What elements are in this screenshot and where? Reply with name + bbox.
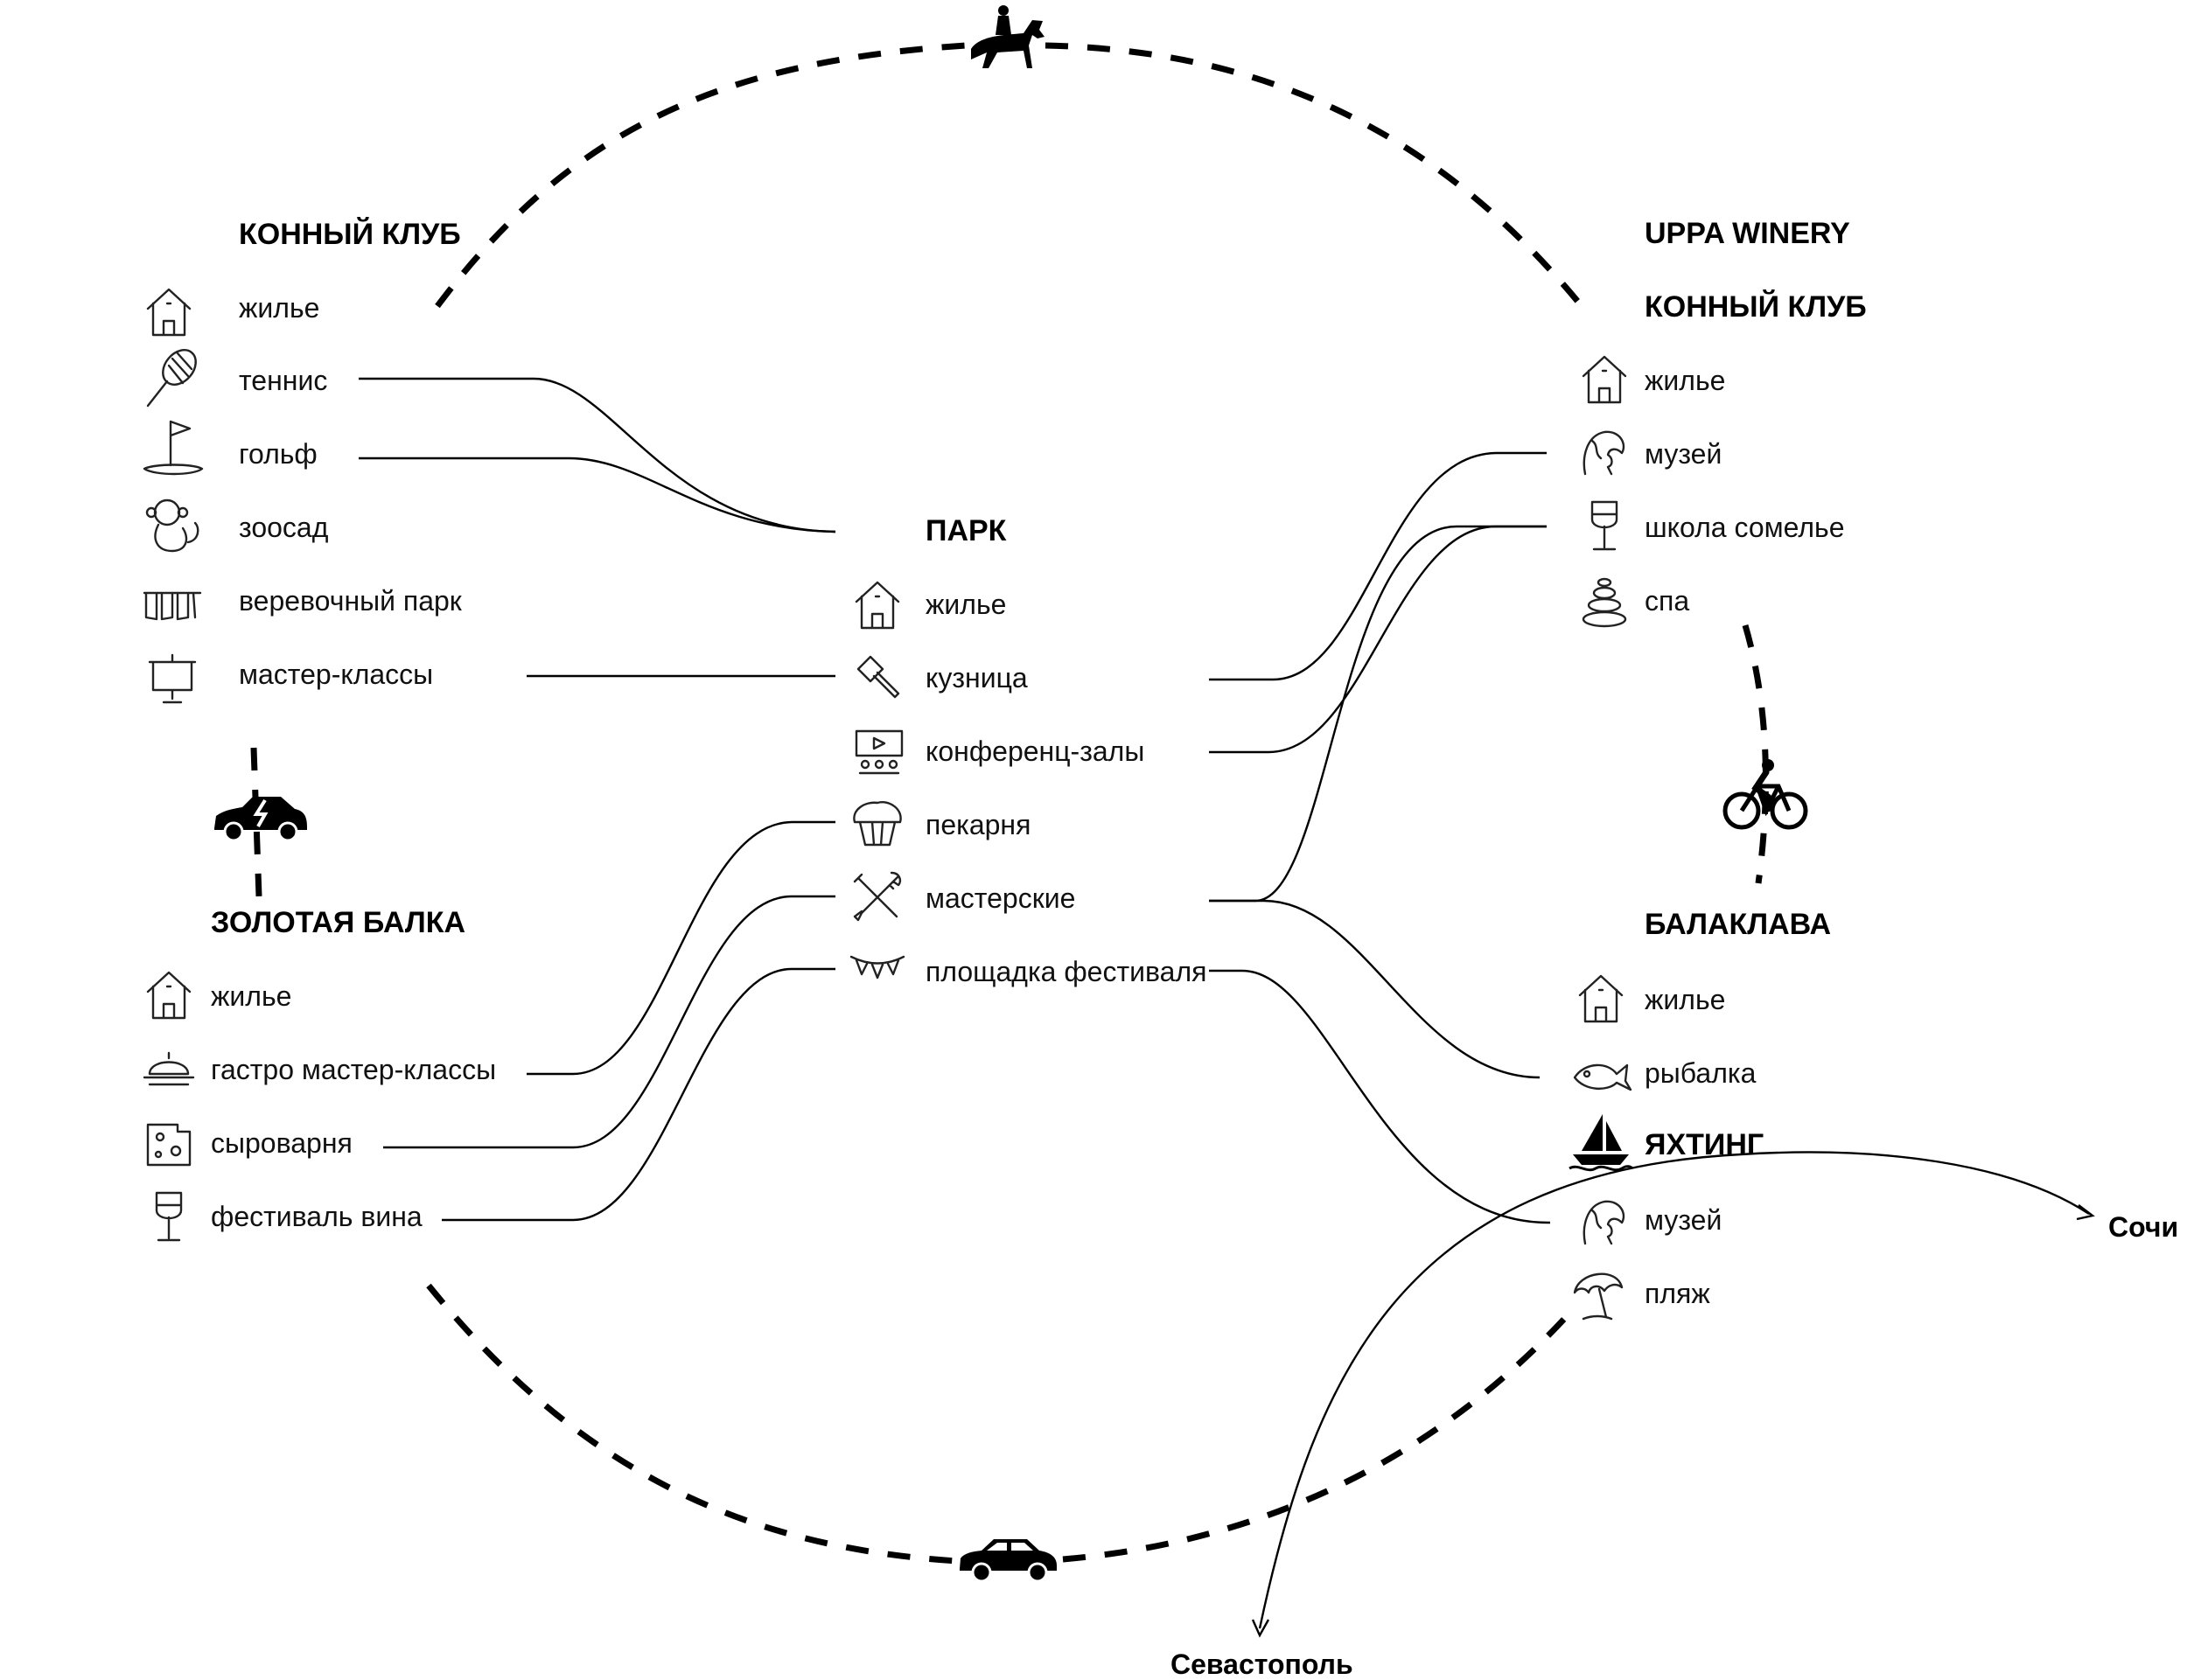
item-masterclasses: мастер-классы	[239, 659, 433, 690]
bunting-flags-icon	[849, 955, 905, 979]
destination-sevastopol: Севастополь	[1170, 1649, 1353, 1680]
rope-park-icon	[143, 591, 202, 621]
route-arc-bottom-left	[426, 1283, 959, 1565]
cheese-icon	[146, 1123, 192, 1167]
route-arc-bottom-right	[1062, 1305, 1577, 1563]
link-forge-museum	[1209, 451, 1547, 681]
house-icon	[1578, 974, 1624, 1023]
item-spa: спа	[1645, 585, 1689, 617]
destination-sochi: Сочи	[2108, 1211, 2178, 1243]
group-title-park: ПАРК	[926, 514, 1007, 547]
group-title-uppa-winery: UPPA WINERY	[1645, 217, 1850, 250]
golf-flag-icon	[143, 420, 204, 476]
item-tennis: теннис	[239, 365, 327, 396]
spa-stones-icon	[1582, 577, 1627, 628]
link-workshops-sommelier	[1209, 525, 1547, 903]
fish-icon	[1573, 1063, 1632, 1091]
external-route-line	[1258, 1151, 2090, 1629]
house-icon	[146, 288, 192, 337]
item-workshops: мастерские	[926, 882, 1075, 914]
arrow-to-sochi	[2076, 1204, 2095, 1221]
item-museum-balaklava: музей	[1645, 1204, 1722, 1236]
conference-screen-icon	[855, 729, 904, 775]
item-cheese-dairy: сыроварня	[211, 1127, 353, 1159]
serving-cloche-icon	[143, 1051, 195, 1086]
arrow-to-sevastopol	[1251, 1619, 1270, 1638]
link-festival-museum2	[1209, 969, 1551, 1224]
item-golf: гольф	[239, 438, 318, 470]
tools-icon	[853, 871, 902, 922]
item-museum-winery: музей	[1645, 438, 1722, 470]
house-icon	[146, 971, 192, 1020]
link-tennis-park	[359, 377, 836, 533]
item-housing-winery: жилье	[1645, 365, 1725, 396]
route-arc-right	[1742, 624, 1769, 884]
item-beach: пляж	[1645, 1278, 1710, 1309]
connector-lines	[359, 377, 1551, 1224]
hammer-icon	[856, 655, 900, 699]
presentation-board-icon	[148, 653, 197, 704]
link-cheese-workshops	[383, 895, 835, 1149]
item-bakery: пекарня	[926, 809, 1031, 840]
link-conference-sommelier	[1209, 525, 1547, 754]
sailboat-icon	[1569, 1114, 1634, 1172]
museum-bust-icon	[1583, 1200, 1625, 1245]
group-title-zolotaya-balka: ЗОЛОТАЯ БАЛКА	[211, 906, 465, 939]
group-title-balaklava: БАЛАКЛАВА	[1645, 908, 1831, 941]
monkey-icon	[145, 498, 199, 553]
item-housing-left: жилье	[239, 292, 319, 324]
link-winefest-festival	[442, 967, 835, 1222]
item-rope-park: веревочный парк	[239, 585, 463, 617]
tennis-racket-icon	[146, 349, 197, 408]
item-housing-balka: жилье	[211, 980, 291, 1012]
route-arc-top-left	[435, 42, 968, 309]
wine-glass-icon	[1590, 500, 1618, 551]
link-workshops-fishing	[1209, 899, 1541, 1079]
house-icon	[1582, 355, 1627, 404]
item-festival-ground: площадка фестиваля	[926, 956, 1206, 987]
item-fishing: рыбалка	[1645, 1057, 1757, 1089]
museum-bust-icon	[1583, 430, 1625, 476]
item-housing-park: жилье	[926, 589, 1006, 620]
item-forge: кузница	[926, 662, 1028, 694]
item-sommelier-school: школа сомелье	[1645, 512, 1845, 543]
car-icon	[960, 1539, 1057, 1583]
house-icon	[855, 581, 900, 630]
beach-umbrella-icon	[1573, 1272, 1624, 1321]
bicycle-icon	[1722, 759, 1808, 830]
link-golf-park	[359, 457, 836, 533]
item-zoo: зоосад	[239, 512, 329, 543]
cupcake-icon	[853, 801, 902, 847]
group-title-horse-club-left: КОННЫЙ КЛУБ	[239, 217, 461, 251]
item-wine-festival: фестиваль вина	[211, 1201, 423, 1232]
item-housing-balaklava: жилье	[1645, 984, 1725, 1015]
link-gastro-bakery	[527, 820, 835, 1076]
horse-rider-icon	[971, 5, 1045, 68]
electric-car-icon	[214, 797, 307, 842]
item-gastro-masterclasses: гастро мастер-классы	[211, 1054, 496, 1085]
item-yachting: ЯХТИНГ	[1645, 1128, 1764, 1161]
wine-glass-icon	[155, 1191, 183, 1242]
group-title-horse-club-right: КОННЫЙ КЛУБ	[1645, 289, 1867, 324]
item-conference-halls: конференц-залы	[926, 735, 1144, 767]
route-arc-top-right	[1045, 42, 1584, 309]
